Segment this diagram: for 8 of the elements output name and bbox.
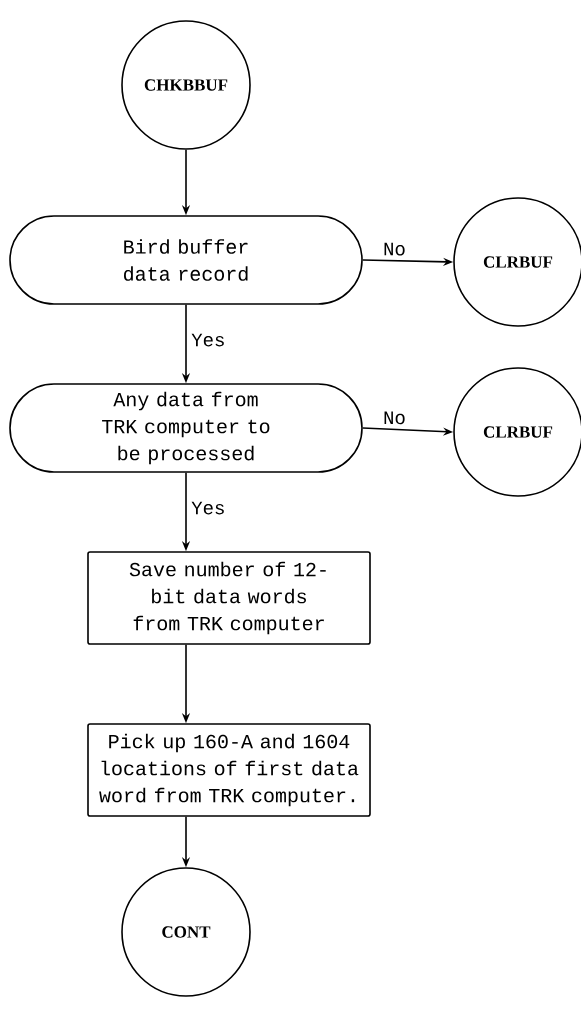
edge-label: Yes (191, 333, 224, 347)
process-box: Pick up 160-A and 1604 locations of first data word from TRK computer. (87, 723, 371, 817)
decision-box: Bird buffer data record (9, 215, 363, 305)
decision-box: Any data from TRK computer to be processed (9, 383, 363, 473)
edge-label: No (384, 411, 405, 425)
edge-label: No (384, 242, 405, 256)
process-box: Save number of 12-bit data words from TRK computer (87, 551, 371, 645)
edge-label: Yes (191, 501, 224, 515)
